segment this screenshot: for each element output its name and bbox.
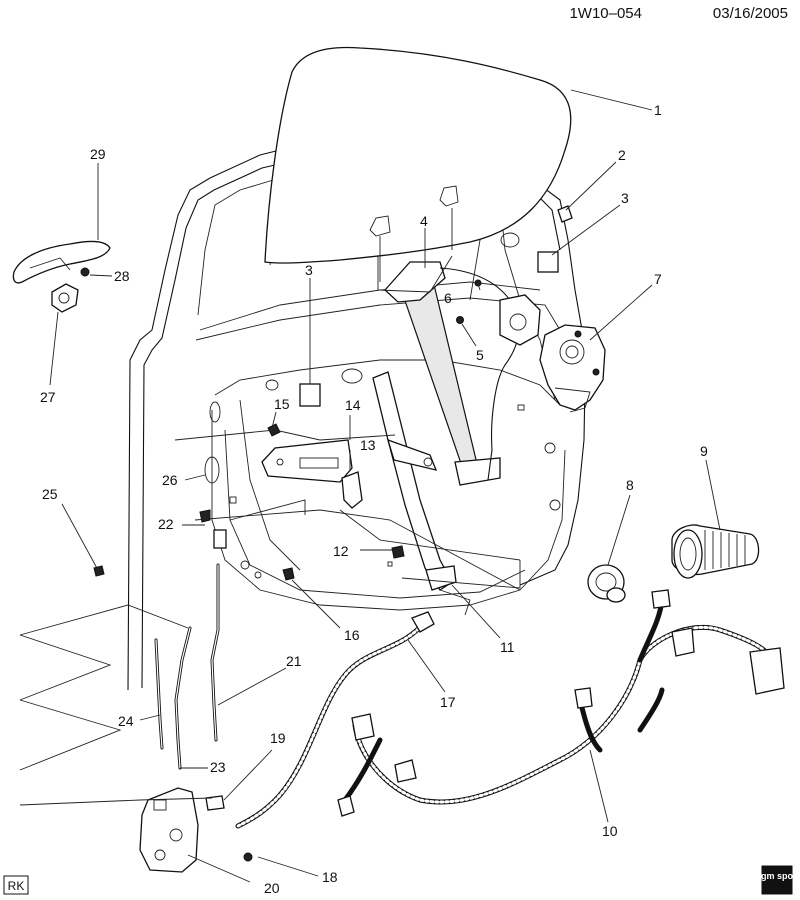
patch-square-left	[299, 383, 321, 407]
footer-code-box	[3, 875, 29, 895]
callouts: 1 2 3 3 4 5 6 7 8 9 10 11 12 13 14 15 16…	[40, 102, 708, 896]
callout-4: 4	[420, 213, 428, 229]
lock-rods	[154, 563, 220, 770]
window-glass	[264, 46, 572, 282]
footer-code: RK	[8, 879, 25, 893]
callout-2: 2	[618, 147, 626, 163]
door-latch	[139, 787, 225, 873]
handle-bracket	[261, 439, 363, 509]
gm-spo-logo: gm spo	[761, 865, 794, 895]
callout-27: 27	[40, 389, 56, 405]
callout-24: 24	[118, 713, 134, 729]
callout-21: 21	[286, 653, 302, 669]
window-motor	[539, 324, 606, 413]
callout-13: 13	[360, 437, 376, 453]
callout-6: 6	[444, 290, 452, 306]
callout-12: 12	[333, 543, 349, 559]
handle-cable	[235, 611, 435, 829]
callout-10: 10	[602, 823, 618, 839]
diagram-code: 1W10–054	[569, 5, 642, 22]
callout-23: 23	[210, 759, 226, 775]
callout-15: 15	[274, 396, 290, 412]
callout-9: 9	[700, 443, 708, 459]
callout-25: 25	[42, 486, 58, 502]
logo-text: gm spo	[761, 871, 794, 881]
callout-3-right: 3	[621, 190, 629, 206]
grommet	[587, 564, 626, 603]
callout-3-left: 3	[305, 262, 313, 278]
callout-8: 8	[626, 477, 634, 493]
bumper-clip	[557, 205, 573, 223]
fasteners	[80, 267, 405, 862]
window-regulator	[384, 261, 541, 486]
callout-20: 20	[264, 880, 280, 896]
callout-1: 1	[654, 102, 662, 118]
diagram-date: 03/16/2005	[713, 5, 788, 22]
callout-16: 16	[344, 627, 360, 643]
callout-22: 22	[158, 516, 174, 532]
callout-7: 7	[654, 271, 662, 287]
callout-11: 11	[500, 639, 515, 655]
callout-26: 26	[162, 472, 178, 488]
explode-lines	[19, 255, 521, 806]
outside-handle	[12, 240, 111, 313]
callout-19: 19	[270, 730, 286, 746]
callout-5: 5	[476, 347, 484, 363]
harness-boot	[671, 524, 760, 579]
callout-14: 14	[345, 397, 361, 413]
leader-lines	[49, 89, 721, 883]
callout-17: 17	[440, 694, 456, 710]
callout-28: 28	[114, 268, 130, 284]
wiring-harness	[337, 589, 785, 817]
patch-square-right	[537, 251, 559, 273]
callout-29: 29	[90, 146, 106, 162]
callout-18: 18	[322, 869, 338, 885]
